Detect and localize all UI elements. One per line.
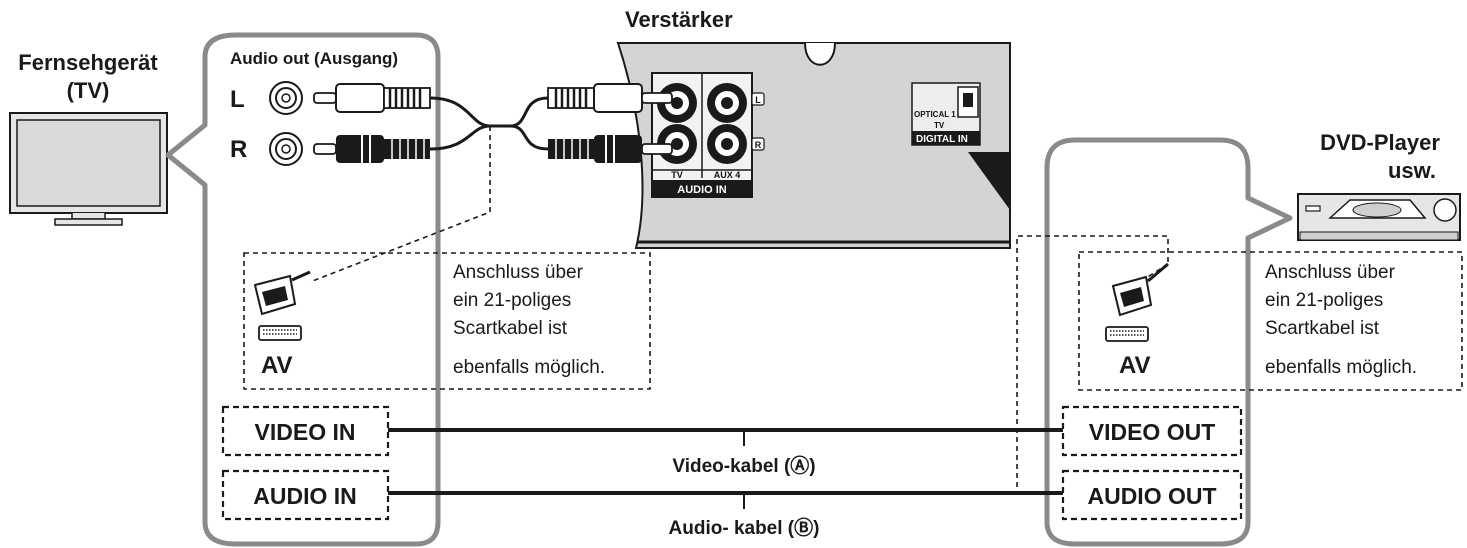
rca-cable-wires xyxy=(429,96,549,151)
tv-audio-in-port xyxy=(221,469,390,521)
amplifier-rear-panel: AUDIO IN TV AUX 4 L R OPTICAL 1 TV DIGIT… xyxy=(616,42,1011,249)
tv-title-line1: Fernsehgerät xyxy=(18,50,158,75)
dvd-scart-note-line4: ebenfalls möglich. xyxy=(1265,357,1417,378)
dvd-av-label: AV xyxy=(1119,352,1151,379)
tv-right-jack xyxy=(269,132,303,166)
dvd-video-out-label: VIDEO OUT xyxy=(1089,419,1216,445)
audio-cable-label: Audio- kabel (Ⓑ) xyxy=(669,516,820,539)
tv-icon xyxy=(9,112,168,226)
amp-optical-tv-label: TV xyxy=(934,121,945,130)
amp-aux4-input-label: AUX 4 xyxy=(714,170,741,180)
amplifier-title: Verstärker xyxy=(625,7,733,32)
tv-scart-leader xyxy=(309,126,491,283)
amp-audio-in-label: AUDIO IN xyxy=(677,184,727,196)
dvd-callout-bubble xyxy=(1044,137,1293,547)
rca-plug-white-left xyxy=(313,83,431,113)
tv-video-in-port xyxy=(221,405,390,457)
dvd-audio-out-port xyxy=(1061,469,1243,521)
tv-video-in-label: VIDEO IN xyxy=(255,419,356,445)
amp-aux4-right-jack xyxy=(707,124,747,164)
amp-optical-label: OPTICAL 1 xyxy=(914,110,956,119)
tv-scart-note-line4: ebenfalls möglich. xyxy=(453,357,605,378)
amp-left-mark: L xyxy=(755,95,761,105)
amp-aux4-left-jack xyxy=(707,83,747,123)
dvd-video-out-port xyxy=(1061,405,1243,457)
dvd-player-icon xyxy=(1297,193,1461,241)
dvd-scart-note-line1: Anschluss über xyxy=(1265,262,1396,283)
dvd-scart-box xyxy=(1078,251,1463,391)
tv-left-jack xyxy=(269,81,303,115)
tv-scart-socket-icon xyxy=(258,325,302,341)
rca-plug-white-right xyxy=(547,83,673,113)
tv-right-channel-label: R xyxy=(230,136,247,163)
dvd-scart-dashed-guide xyxy=(1016,235,1169,487)
amp-digital-in-label: DIGITAL IN xyxy=(916,134,968,145)
dvd-title-line1: DVD-Player xyxy=(1320,130,1440,155)
dvd-scart-socket-icon xyxy=(1105,326,1149,342)
amp-right-mark: R xyxy=(755,140,762,150)
tv-av-label: AV xyxy=(261,352,293,379)
tv-scart-note-line1: Anschluss über xyxy=(453,262,584,283)
tv-scart-note-line3: Scartkabel ist xyxy=(453,318,568,339)
tv-scart-box xyxy=(243,252,651,390)
tv-callout-bubble xyxy=(165,32,441,547)
dvd-scart-plug-icon xyxy=(1111,262,1169,317)
dvd-title-line2: usw. xyxy=(1388,158,1436,183)
tv-left-channel-label: L xyxy=(230,86,245,113)
tv-audio-out-heading: Audio out (Ausgang) xyxy=(230,49,398,68)
dvd-audio-out-label: AUDIO OUT xyxy=(1087,483,1216,509)
amp-tv-input-label: TV xyxy=(671,170,683,180)
tv-scart-plug-icon xyxy=(253,270,311,316)
rca-plug-black-left xyxy=(313,135,430,163)
tv-title-line2: (TV) xyxy=(67,78,110,103)
tv-scart-note-line2: ein 21-poliges xyxy=(453,290,571,311)
tv-audio-in-label: AUDIO IN xyxy=(253,483,357,509)
video-cable-label: Video-kabel (Ⓐ) xyxy=(672,454,815,477)
rca-plug-black-right xyxy=(548,135,673,163)
dvd-scart-note-line2: ein 21-poliges xyxy=(1265,290,1383,311)
dvd-scart-note-line3: Scartkabel ist xyxy=(1265,318,1380,339)
